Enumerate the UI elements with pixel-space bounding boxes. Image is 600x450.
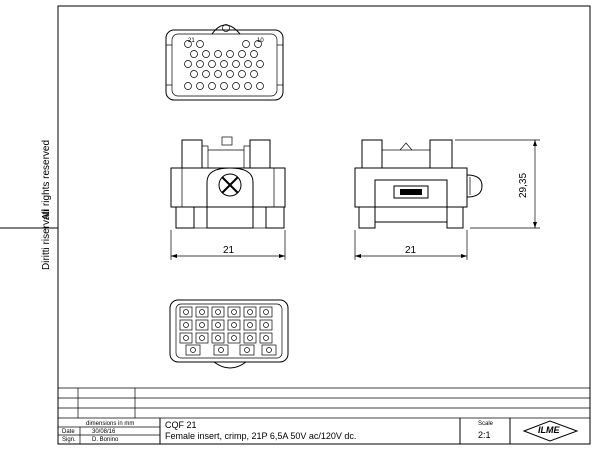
- drawing-frame: [57, 5, 591, 445]
- side-height-dimension: 29,35: [518, 172, 529, 198]
- side-width-dimension: 21: [405, 245, 417, 256]
- scale-label: Scale: [478, 421, 494, 427]
- sign-value: D. Bonino: [92, 437, 119, 443]
- contact-number-21: 21: [188, 38, 195, 44]
- bottom-view: [169, 299, 289, 369]
- front-view: [170, 136, 286, 260]
- date-label: Date: [62, 429, 75, 435]
- part-description: Female insert, crimp, 21P 6,5A 50V ac/12…: [165, 431, 357, 441]
- side-view: [354, 139, 540, 260]
- diritti-riservati-label: Diritti riservati: [41, 209, 52, 270]
- ilme-logo: ILME: [538, 425, 560, 435]
- sign-label: Sign.: [62, 437, 76, 443]
- contact-number-10: 10: [257, 38, 264, 44]
- scale-value: 2:1: [478, 430, 491, 440]
- part-code: CQF 21: [165, 420, 197, 430]
- units-note: dimensions in mm: [86, 421, 135, 427]
- front-width-dimension: 21: [223, 245, 235, 256]
- date-value: 30/08/16: [92, 429, 116, 435]
- title-block-lines: [58, 387, 590, 444]
- rights-reserved-label: All rights reserved: [41, 139, 52, 220]
- top-view: [165, 24, 284, 101]
